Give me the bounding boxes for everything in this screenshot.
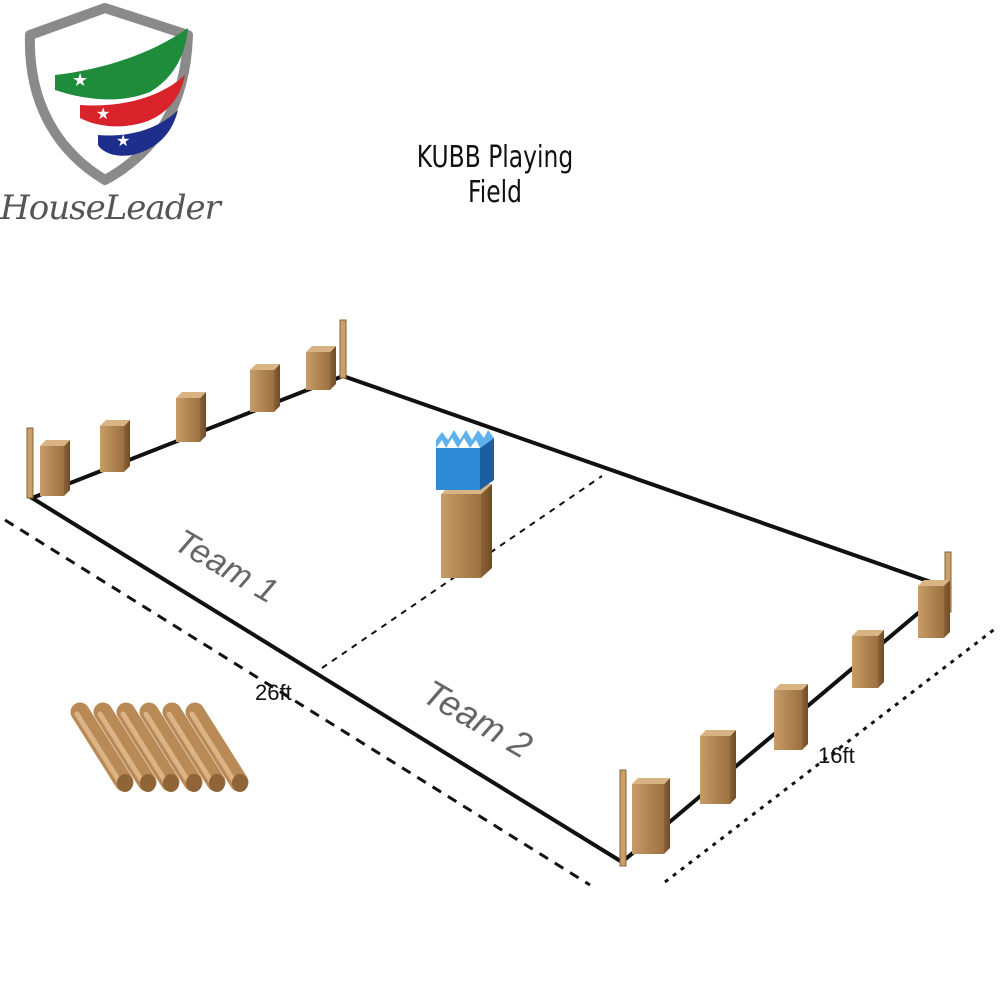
- baton: [93, 702, 157, 792]
- green-stripe: [55, 28, 188, 100]
- team1-kubbs: [40, 346, 336, 496]
- corner-stake: [619, 769, 627, 867]
- kubb-block: [632, 778, 670, 854]
- team1-label: Team 1: [168, 522, 284, 611]
- king-body: [441, 494, 481, 578]
- team2-kubbs: [632, 580, 950, 854]
- shield-outline-icon: [24, 3, 193, 185]
- length-label: 26ft: [255, 680, 292, 705]
- baton: [185, 702, 249, 792]
- team2-label: Team 2: [416, 671, 539, 766]
- kubb-block: [700, 730, 736, 804]
- brand-name: HouseLeader: [0, 188, 221, 228]
- king-crown: [436, 448, 480, 490]
- baton: [162, 702, 226, 792]
- length-dimension-line: [4, 518, 591, 887]
- brand-logo: ★ ★ ★: [24, 3, 193, 185]
- kubb-block: [306, 346, 336, 390]
- baton: [70, 702, 134, 792]
- kubb-block: [100, 420, 130, 472]
- field: [4, 373, 997, 887]
- kubb-block: [918, 580, 950, 638]
- star-icon: ★: [116, 131, 130, 150]
- king-piece: [436, 430, 494, 578]
- kubb-block: [176, 392, 206, 442]
- diagram-title: KUBB Playing Field: [416, 140, 574, 210]
- baton-set: [70, 702, 249, 792]
- baton: [139, 702, 203, 792]
- corner-stake: [339, 319, 347, 379]
- crown-spikes: [436, 430, 494, 448]
- kubb-block: [774, 684, 808, 750]
- kubb-block: [250, 364, 280, 412]
- width-label: 16ft: [818, 743, 855, 768]
- baton: [116, 702, 180, 792]
- corner-stake: [26, 427, 34, 499]
- red-stripe: [80, 75, 185, 127]
- kubb-block: [852, 630, 884, 688]
- kubb-block: [40, 440, 70, 496]
- blue-stripe: [98, 110, 178, 156]
- star-icon: ★: [96, 104, 110, 123]
- star-icon: ★: [72, 70, 88, 91]
